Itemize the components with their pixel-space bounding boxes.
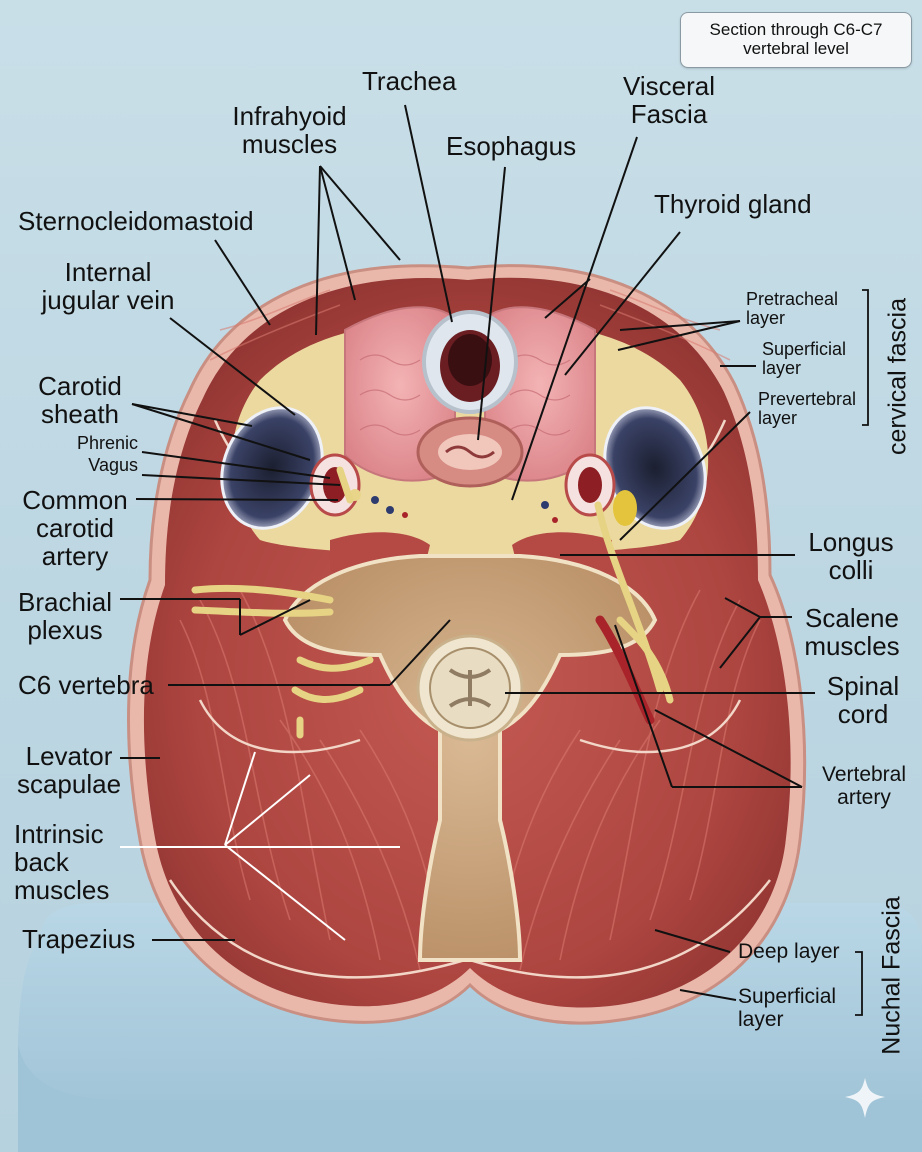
label-pretracheal-line2: layer: [746, 308, 786, 329]
label-longus-line2: colli: [828, 555, 874, 586]
label-superficial-nuchal-line1: Superficial: [738, 985, 837, 1008]
label-infrahyoid-line1: Infrahyoid: [232, 101, 347, 131]
label-levator-line1: Levator: [25, 741, 113, 771]
label-spinal-line1: Spinal: [826, 671, 900, 701]
label-vagus: Vagus: [88, 455, 138, 475]
label-superficial-cervical-line2: layer: [762, 358, 802, 379]
small-vessels: [371, 496, 558, 523]
carotid-sheath-right: [564, 406, 707, 530]
label-spinal-line2: cord: [837, 699, 889, 730]
intrinsic-leader-lines: [120, 751, 400, 941]
label-trachea: Trachea: [362, 66, 457, 96]
label-c6-vertebra: C6 vertebra: [18, 670, 154, 700]
label-intrinsic-line1: Intrinsic: [14, 819, 104, 849]
label-carotid-sheath-line1: Carotid: [38, 371, 122, 401]
label-longus-line1: Longus: [808, 527, 894, 557]
label-cca-line3: artery: [41, 541, 109, 572]
label-scalene-line1: Scalene: [805, 603, 899, 633]
label-pretracheal-line1: Pretracheal: [746, 289, 839, 309]
label-brachial-line2: plexus: [27, 615, 103, 646]
fascia-brackets: [855, 289, 869, 1016]
label-superficial-nuchal-line2: layer: [738, 1007, 784, 1031]
label-prevertebral-line1: Prevertebral: [758, 389, 857, 409]
label-esophagus: Esophagus: [446, 131, 577, 161]
label-thyroid-gland: Thyroid gland: [654, 189, 812, 219]
label-phrenic: Phrenic: [76, 433, 138, 453]
section-title-line2: vertebral level: [743, 39, 849, 58]
label-deep-layer: Deep layer: [738, 940, 840, 963]
section-title-line1: Section through C6-C7: [709, 20, 883, 40]
label-cervical-fascia: cervical fascia: [883, 298, 912, 455]
label-visceral-fascia-line1: Visceral: [622, 71, 715, 101]
label-intrinsic-line2: back: [14, 847, 69, 878]
label-nuchal-fascia: Nuchal Fascia: [877, 896, 906, 1055]
label-ijv-line1: Internal: [64, 257, 152, 287]
label-scalene-line2: muscles: [804, 631, 900, 662]
label-brachial-line1: Brachial: [18, 587, 112, 617]
label-prevertebral-line2: layer: [758, 408, 798, 429]
label-ijv-line2: jugular vein: [41, 285, 175, 316]
label-trapezius: Trapezius: [22, 924, 136, 954]
leader-lines: [120, 104, 815, 1001]
label-cca-line1: Common: [22, 485, 128, 515]
label-sternocleidomastoid: Sternocleidomastoid: [18, 206, 254, 236]
label-vertebral-line1: Vertebral: [821, 763, 907, 786]
label-intrinsic-line3: muscles: [14, 875, 110, 906]
label-levator-line2: scapulae: [16, 769, 122, 800]
label-cca-line2: carotid: [35, 513, 115, 544]
label-vertebral-line2: artery: [837, 785, 891, 809]
nerves: [191, 466, 674, 739]
label-infrahyoid-line2: muscles: [241, 129, 338, 160]
label-superficial-cervical-line1: Superficial: [762, 339, 847, 359]
vertebra: [282, 554, 658, 962]
label-visceral-fascia-line2: Fascia: [630, 99, 708, 130]
label-carotid-sheath-line2: sheath: [40, 399, 120, 430]
sparkle-icon: [845, 1078, 885, 1118]
